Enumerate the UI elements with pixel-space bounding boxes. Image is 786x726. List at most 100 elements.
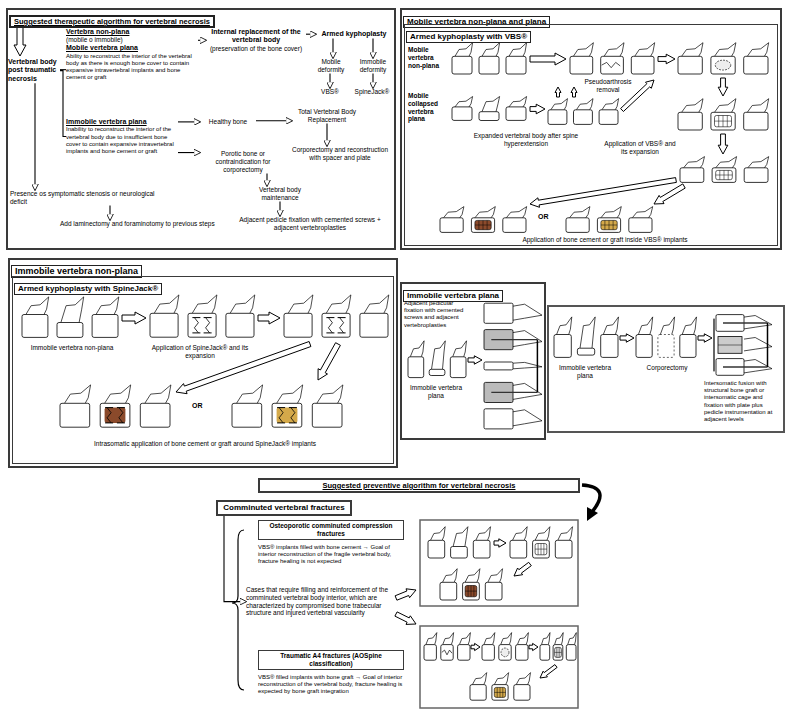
posterior-element bbox=[604, 43, 624, 57]
step-text: Comminuted vertebral fractures bbox=[221, 503, 347, 513]
caption-holder: Application of bone cement or graft insi… bbox=[440, 236, 770, 244]
flow-connector bbox=[372, 38, 373, 58]
figure-caption: Immobile vertebra plana bbox=[552, 364, 618, 380]
vertebral-body bbox=[553, 645, 563, 661]
flow-connector bbox=[266, 173, 267, 186]
figure-caption: Application of SpineJack® and its expans… bbox=[150, 344, 250, 360]
vertebral-body bbox=[424, 645, 436, 661]
vertebral-body bbox=[482, 645, 494, 661]
vertebral-body bbox=[492, 685, 508, 701]
vertebral-body bbox=[312, 403, 342, 427]
vertebral-body bbox=[577, 348, 594, 355]
vertebral-body bbox=[232, 403, 262, 427]
spine-segment-figure bbox=[428, 527, 491, 558]
vertebral-body bbox=[597, 218, 620, 233]
vertebral-body bbox=[22, 315, 48, 338]
vertebral-body bbox=[479, 112, 499, 121]
flow-step: Presence os symptomatic stenosis or neur… bbox=[10, 190, 160, 206]
posterior-element bbox=[516, 673, 530, 685]
posterior-element bbox=[716, 157, 737, 168]
flow-step: Internal replacement of the vertebral bo… bbox=[206, 28, 306, 53]
spine-segment-figure bbox=[510, 527, 573, 558]
step-text: Add laminectomy and foraminotomy to prev… bbox=[60, 220, 220, 228]
vertebral-body bbox=[226, 313, 254, 337]
image-frame bbox=[420, 626, 578, 708]
removed-vertebral-body bbox=[658, 335, 674, 358]
vertebral-body bbox=[601, 335, 618, 358]
figure-caption: Immobile vertebra non-plana bbox=[22, 344, 122, 352]
posterior-element bbox=[568, 633, 577, 645]
stent-mesh bbox=[535, 549, 547, 550]
vertebral-body bbox=[57, 323, 83, 338]
spinejack-jack bbox=[340, 318, 344, 333]
curved-arrow-head bbox=[587, 507, 598, 521]
vertebral-body bbox=[440, 218, 463, 233]
flow-step: Vertebral body maintenance bbox=[248, 186, 312, 202]
posterior-element bbox=[192, 295, 217, 313]
vbs-stent bbox=[465, 586, 477, 597]
vertebral-body bbox=[503, 218, 526, 233]
flow-step: Vertebral body post traumatic necrosis bbox=[8, 58, 60, 83]
posterior-element bbox=[288, 295, 313, 313]
caption-holder: OR bbox=[192, 402, 214, 410]
block-arrow bbox=[529, 643, 538, 650]
posterior-element bbox=[715, 43, 736, 57]
category-box: Comminuted vertebral fractures bbox=[216, 500, 352, 516]
spine-segment-figure bbox=[408, 341, 467, 378]
caption-holder: Application of VBS® and its expansion bbox=[604, 140, 676, 156]
bone-cavity bbox=[715, 60, 731, 70]
spinejack-jack bbox=[291, 408, 295, 423]
spine-column-figure bbox=[484, 303, 542, 429]
pedicle-screw bbox=[723, 322, 768, 323]
figure-panel: Armed kyphoplasty with VBS® bbox=[404, 24, 778, 246]
vertebral-body bbox=[744, 112, 768, 130]
caption-holder: Expanded vertebral body after spine hype… bbox=[456, 132, 596, 148]
spinejack-plate bbox=[338, 317, 346, 318]
step-text: Vertebral body post traumatic necrosis bbox=[8, 58, 60, 83]
posterior-element bbox=[748, 157, 769, 168]
vertebral-body bbox=[499, 645, 511, 661]
step-text: Mobile vertebra plana bbox=[66, 44, 198, 52]
vertebral-body bbox=[92, 315, 118, 338]
flow-step: Total Vertebral Body Replacement bbox=[292, 108, 362, 124]
implant-filling bbox=[475, 220, 491, 229]
caption-holder: Intersomatic fusion with structural bone… bbox=[704, 380, 782, 423]
spinejack-jack bbox=[194, 318, 198, 333]
flow-step: Armed kyphoplasty bbox=[316, 30, 392, 38]
posterior-element bbox=[443, 633, 454, 645]
vertebral-body bbox=[570, 56, 593, 74]
block-arrow bbox=[14, 24, 26, 56]
posterior-element bbox=[573, 43, 593, 57]
flow-step: Healthy bone bbox=[200, 118, 256, 126]
posterior-element bbox=[455, 43, 473, 57]
stent-mesh bbox=[601, 225, 617, 226]
vertebral-body bbox=[441, 645, 453, 661]
posterior-element bbox=[465, 569, 480, 583]
vertebral-body bbox=[678, 112, 702, 130]
flow-step: Cases that require filling and reinforce… bbox=[246, 586, 392, 617]
flow-step: Immobile vertebra planaInability to reco… bbox=[66, 118, 178, 155]
implant-filling bbox=[105, 408, 126, 423]
step-text: Cases that require filling and reinforce… bbox=[246, 586, 392, 617]
flow-connector bbox=[279, 202, 280, 216]
fracture-cleft bbox=[442, 650, 452, 655]
step-text: Corporectomy and reconstruction with spa… bbox=[290, 146, 390, 162]
posterior-element bbox=[443, 569, 458, 583]
posterior-element bbox=[488, 569, 503, 583]
caption-holder: Application of SpineJack® and its expans… bbox=[150, 344, 250, 360]
step-text: (preservation of the bone cover) bbox=[206, 45, 306, 53]
curved-arrow bbox=[582, 485, 600, 512]
posterior-element bbox=[506, 207, 526, 218]
figure-caption: Pseudoarthrosis removal bbox=[580, 78, 636, 94]
step-text: Suggested preventive algorithm for verte… bbox=[263, 481, 575, 490]
block-arrow bbox=[530, 53, 566, 65]
spinejack-jack bbox=[119, 408, 123, 423]
step-text: Mobile deformity bbox=[312, 58, 350, 74]
posterior-element bbox=[747, 43, 768, 57]
posterior-element bbox=[509, 43, 527, 57]
vertebral-body bbox=[631, 56, 654, 74]
block-arrow bbox=[718, 78, 728, 96]
posterior-element bbox=[558, 527, 573, 541]
